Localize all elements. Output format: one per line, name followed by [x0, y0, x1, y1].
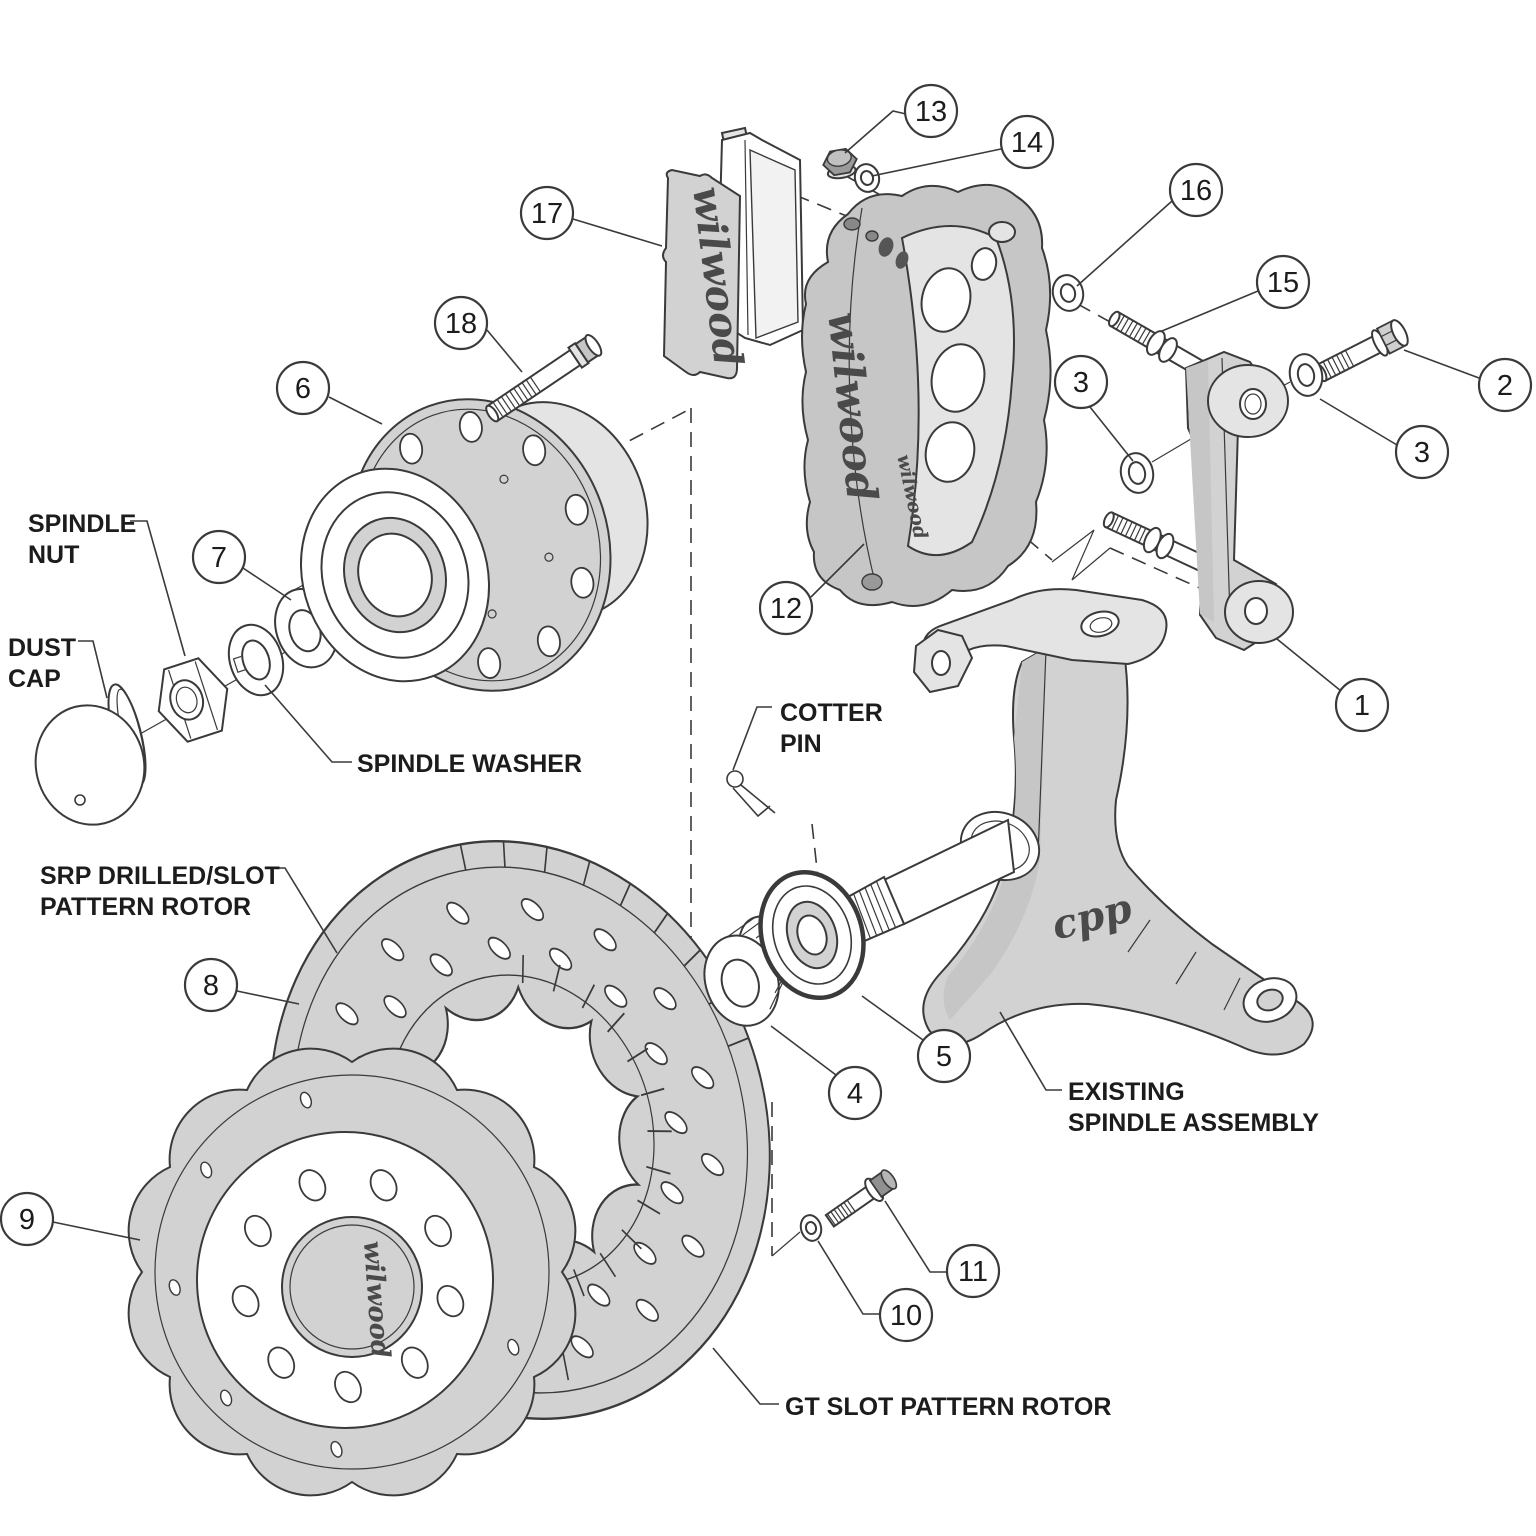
cotter-pin-part	[726, 770, 776, 818]
callout-9: 9	[0, 1191, 141, 1247]
svg-text:SRP DRILLED/SLOT: SRP DRILLED/SLOT	[40, 862, 280, 890]
inboard-pad: wilwood	[662, 168, 752, 380]
svg-text:15: 15	[1267, 267, 1299, 299]
callout-6: 6	[275, 360, 383, 425]
grease-seal	[758, 869, 866, 1001]
label-cotter-pin: COTTER PIN	[732, 699, 883, 771]
svg-text:12: 12	[770, 593, 802, 625]
caliper: wilwood wilwood	[801, 183, 1052, 607]
svg-text:PIN: PIN	[780, 730, 822, 758]
callout-14: 14	[871, 114, 1055, 177]
label-spindle-washer: SPINDLE WASHER	[264, 684, 582, 778]
spindle-nut-part	[157, 657, 229, 743]
callout-16: 16	[1076, 162, 1224, 287]
brake-pads: wilwood	[662, 126, 805, 380]
svg-text:5: 5	[936, 1041, 952, 1073]
svg-text:DUST: DUST	[8, 634, 76, 662]
svg-text:14: 14	[1011, 127, 1043, 159]
label-existing-spindle: EXISTING SPINDLE ASSEMBLY	[999, 1011, 1319, 1137]
caliper-nut	[822, 147, 858, 180]
callout-13: 13	[844, 83, 959, 154]
label-dust-cap: DUST CAP	[8, 634, 108, 699]
callout-2: 2	[1403, 349, 1533, 413]
label-spindle-nut: SPINDLE NUT	[28, 510, 186, 657]
labels: SPINDLE NUT DUST CAP SPINDLE WASHER SRP …	[8, 510, 1319, 1421]
callouts: 13 14 16 15 2 3 3	[0, 83, 1533, 1343]
mount-stud-lower	[1102, 511, 1212, 575]
label-gt-rotor: GT SLOT PATTERN ROTOR	[712, 1347, 1111, 1421]
caliper-bracket	[1184, 350, 1294, 652]
callout-17: 17	[519, 185, 663, 247]
wheel-stud	[485, 333, 603, 423]
svg-text:11: 11	[958, 1256, 988, 1288]
svg-text:9: 9	[19, 1204, 35, 1236]
svg-text:13: 13	[915, 96, 947, 128]
svg-text:EXISTING: EXISTING	[1068, 1078, 1185, 1106]
svg-text:10: 10	[890, 1300, 922, 1332]
caliper-washer	[853, 163, 881, 193]
rotor-washer	[799, 1214, 823, 1242]
mount-washer	[1051, 274, 1085, 312]
svg-text:1: 1	[1354, 690, 1370, 722]
mount-stud-upper	[1108, 310, 1214, 382]
svg-text:COTTER: COTTER	[780, 699, 883, 727]
gt-rotor-hat: wilwood	[127, 1047, 577, 1497]
svg-text:SPINDLE ASSEMBLY: SPINDLE ASSEMBLY	[1068, 1109, 1319, 1137]
spindle-assembly: cpp	[824, 588, 1314, 1056]
callout-3-right: 3	[1319, 398, 1450, 480]
bracket-washer-right	[1288, 353, 1324, 397]
rotor-bolt	[824, 1169, 898, 1228]
svg-text:SPINDLE: SPINDLE	[28, 510, 136, 538]
svg-text:4: 4	[847, 1078, 863, 1110]
svg-text:2: 2	[1497, 370, 1513, 402]
callout-5: 5	[861, 995, 972, 1084]
callout-1: 1	[1276, 638, 1390, 733]
svg-text:GT SLOT PATTERN ROTOR: GT SLOT PATTERN ROTOR	[785, 1393, 1111, 1421]
svg-text:18: 18	[445, 308, 477, 340]
callout-18: 18	[433, 295, 523, 373]
svg-text:PATTERN ROTOR: PATTERN ROTOR	[40, 893, 251, 921]
svg-text:SPINDLE WASHER: SPINDLE WASHER	[357, 750, 582, 778]
svg-text:3: 3	[1414, 437, 1430, 469]
svg-text:17: 17	[531, 198, 563, 230]
hub	[299, 398, 649, 692]
bracket-washer-left	[1119, 452, 1155, 494]
callout-10: 10	[817, 1240, 934, 1343]
svg-text:8: 8	[203, 970, 219, 1002]
svg-text:3: 3	[1073, 367, 1089, 399]
label-srp-rotor: SRP DRILLED/SLOT PATTERN ROTOR	[40, 862, 338, 954]
dust-cap	[34, 683, 147, 826]
svg-text:6: 6	[295, 373, 311, 405]
svg-text:7: 7	[211, 542, 227, 574]
callout-15: 15	[1161, 254, 1311, 332]
callout-3-left: 3	[1053, 354, 1134, 462]
callout-12: 12	[758, 543, 865, 636]
svg-text:CAP: CAP	[8, 665, 61, 693]
bracket-bolt	[1314, 319, 1409, 383]
callout-4: 4	[770, 1025, 883, 1121]
svg-text:16: 16	[1180, 175, 1212, 207]
svg-text:NUT: NUT	[28, 541, 79, 569]
callout-8: 8	[183, 957, 300, 1013]
callout-11: 11	[884, 1200, 1001, 1299]
spindle-washer-part	[227, 623, 285, 697]
callout-7: 7	[191, 529, 292, 601]
spindle-arm-ticks	[1127, 919, 1241, 1011]
